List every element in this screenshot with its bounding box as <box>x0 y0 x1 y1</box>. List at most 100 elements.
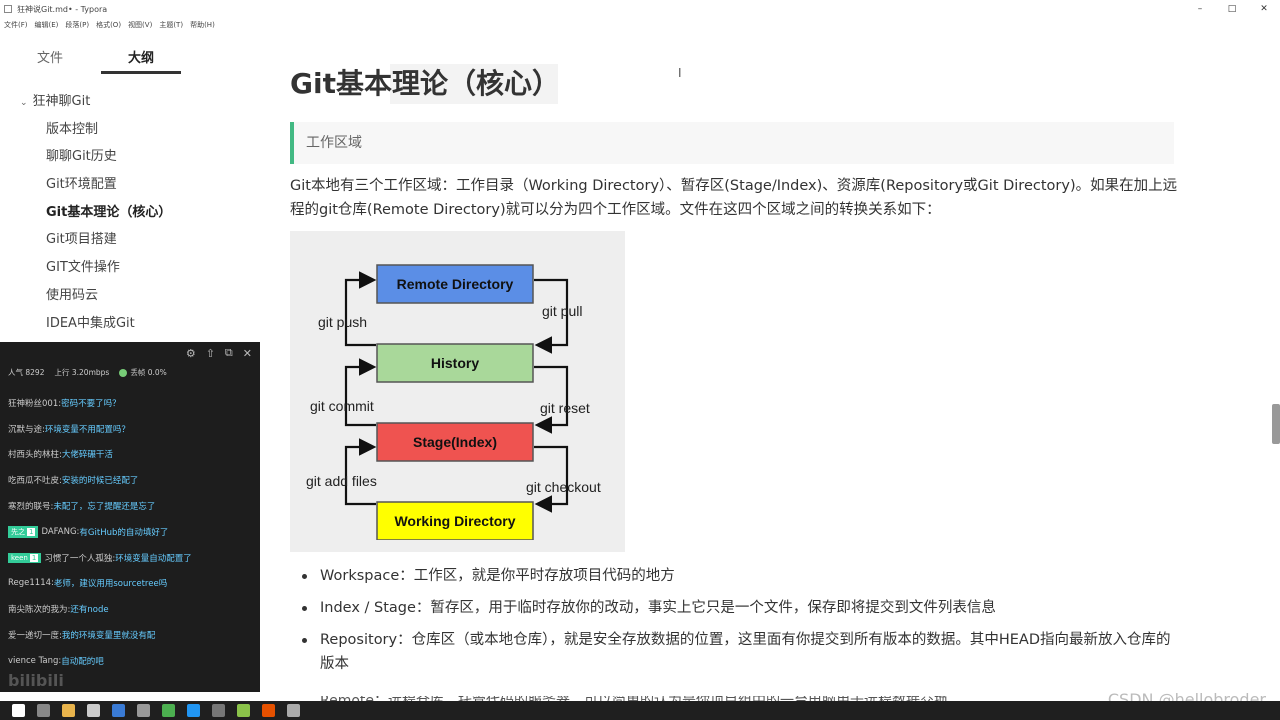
outline-item-active[interactable]: Git基本理论（核心） <box>46 204 172 220</box>
outline-item[interactable]: 使用码云 <box>46 287 99 303</box>
tab-outline[interactable]: 大纲 <box>101 32 181 74</box>
editor-content[interactable]: Git基本理论（核心） 工作区域 Git本地有三个工作区域：工作目录（Worki… <box>290 32 1190 684</box>
arrow-git-reset <box>534 365 569 434</box>
paragraph: Git本地有三个工作区域：工作目录（Working Directory）、暂存区… <box>290 178 1178 218</box>
menu-help[interactable]: 帮助(H) <box>190 20 215 29</box>
mail-icon[interactable] <box>112 704 125 717</box>
section-heading: Git基本理论（核心） <box>290 64 568 104</box>
chat-message: 吃西瓜不吐皮:安装的时候已经配了 <box>8 476 139 487</box>
working-directory-box <box>376 501 534 540</box>
start-icon[interactable] <box>12 704 25 717</box>
lock-icon[interactable]: ⇧ <box>205 346 215 360</box>
menu-edit[interactable]: 编辑(E) <box>34 20 59 29</box>
git-push-label: git push <box>318 314 367 330</box>
chat-message: Rege1114:老师，建议用用sourcetree吗 <box>8 578 168 590</box>
remote-directory-label: Remote Directory <box>397 276 514 292</box>
outline-item-label: 狂神聊Git <box>32 94 91 109</box>
arrow-git-add <box>344 438 377 506</box>
history-label: History <box>431 355 479 371</box>
upload-stat: 上行 3.20mbps <box>54 367 110 377</box>
app-icon[interactable] <box>237 704 250 717</box>
close-icon[interactable]: ✕ <box>242 346 252 360</box>
outline-item[interactable]: 聊聊Git历史 <box>46 149 117 165</box>
taskbar <box>0 701 1280 720</box>
app-icon[interactable] <box>187 704 200 717</box>
outline-item[interactable]: Git项目搭建 <box>46 232 117 248</box>
menu-view[interactable]: 视图(V) <box>128 20 153 29</box>
git-workflow-diagram: Remote Directory History Stage(Index) Wo… <box>290 231 625 552</box>
app-icon[interactable] <box>212 704 225 717</box>
window-controls: – □ ✕ <box>1184 0 1280 18</box>
chat-stats: 人气 8292 上行 3.20mbps 丢帧 0.0% <box>0 364 260 380</box>
typora-app-icon <box>4 5 12 13</box>
chat-toolbar: ⚙ ⇧ ⧉ ✕ <box>0 342 260 364</box>
arrow-git-checkout <box>534 445 569 513</box>
git-pull-label: git pull <box>542 303 582 319</box>
explorer-icon[interactable] <box>62 704 75 717</box>
outline-item[interactable]: IDEA中集成Git <box>46 315 135 331</box>
popularity-stat: 人气 8292 <box>8 367 45 377</box>
chat-message: 寒烈的联号:未配了，忘了提醒还是忘了 <box>8 502 156 513</box>
text-cursor-icon: I <box>678 66 682 80</box>
chat-message: 村西头的林柱:大佬碎碾干活 <box>8 450 113 461</box>
git-commit-label: git commit <box>310 398 374 414</box>
live-chat-overlay: ⚙ ⇧ ⧉ ✕ 人气 8292 上行 3.20mbps 丢帧 0.0% 狂神粉丝… <box>0 342 260 692</box>
app-icon[interactable] <box>287 704 300 717</box>
menu-bar: 文件(F) 编辑(E) 段落(P) 格式(O) 视图(V) 主题(T) 帮助(H… <box>0 18 1280 31</box>
menu-format[interactable]: 格式(O) <box>96 20 122 29</box>
git-reset-label: git reset <box>540 400 590 416</box>
list-item: Repository：仓库区（或本地仓库），就是安全存放数据的位置，这里面有你提… <box>290 628 1180 676</box>
app-icon[interactable] <box>262 704 275 717</box>
status-dot-icon <box>119 368 128 377</box>
outline-item-root[interactable]: ⌄ 狂神聊Git <box>0 88 192 116</box>
sidebar-tabs: 文件 大纲 <box>0 32 192 74</box>
tab-files[interactable]: 文件 <box>36 51 63 66</box>
close-button[interactable]: ✕ <box>1260 4 1268 14</box>
diagram-svg: Remote Directory History Stage(Index) Wo… <box>306 264 601 540</box>
stage-index-label: Stage(Index) <box>413 434 497 450</box>
remote-directory-box <box>376 264 534 304</box>
arrow-git-commit <box>344 358 377 427</box>
chat-message: 沉默与途:环境变量不用配置吗？ <box>8 424 130 435</box>
arrow-git-pull <box>534 278 569 354</box>
minimize-button[interactable]: – <box>1197 4 1203 14</box>
git-checkout-label: git checkout <box>526 479 601 495</box>
working-directory-label: Working Directory <box>394 513 515 529</box>
chat-message: 南尖陈次的我为:还有node <box>8 605 109 616</box>
vertical-scrollbar[interactable] <box>1272 404 1280 444</box>
list-item: Workspace：工作区，就是你平时存放项目代码的地方 <box>290 564 1180 588</box>
title-bar: 狂神说Git.md• - Typora – □ ✕ <box>0 0 1280 18</box>
sidebar: 文件 大纲 ⌄ 狂神聊Git 版本控制 聊聊Git历史 Git环境配置 Git基本… <box>0 32 192 342</box>
chrome-icon[interactable] <box>162 704 175 717</box>
maximize-button[interactable]: □ <box>1227 4 1237 14</box>
history-box <box>376 343 534 383</box>
typora-taskbar-icon[interactable] <box>87 704 100 717</box>
stage-index-box <box>376 422 534 462</box>
blockquote: 工作区域 <box>290 122 1174 164</box>
frame-drop-stat: 丢帧 0.0% <box>119 367 167 378</box>
outline-item[interactable]: 版本控制 <box>46 121 99 137</box>
chevron-down-icon[interactable]: ⌄ <box>20 98 28 108</box>
chat-messages: 狂神粉丝001:密码不要了吗？ 沉默与途:环境变量不用配置吗？ 村西头的林柱:大… <box>0 380 260 674</box>
list-item: Index / Stage：暂存区，用于临时存放你的改动，事实上它只是一个文件，… <box>290 596 1180 620</box>
menu-paragraph[interactable]: 段落(P) <box>65 20 90 29</box>
settings-icon[interactable]: ⚙ <box>185 346 196 360</box>
popout-icon[interactable]: ⧉ <box>224 346 233 359</box>
bilibili-logo: bilibili <box>8 671 64 690</box>
chat-message: 狂神粉丝001:密码不要了吗？ <box>8 398 121 409</box>
outline-item[interactable]: GIT文件操作 <box>46 260 120 276</box>
menu-file[interactable]: 文件(F) <box>4 20 28 29</box>
chat-message: vience Tang:自动配的吧 <box>8 655 104 667</box>
app-icon[interactable] <box>137 704 150 717</box>
menu-theme[interactable]: 主题(T) <box>159 20 184 29</box>
window-title: 狂神说Git.md• - Typora <box>17 4 108 14</box>
outline-item[interactable]: Git环境配置 <box>46 177 117 193</box>
bullet-list: Workspace：工作区，就是你平时存放项目代码的地方 Index / Sta… <box>290 564 1190 676</box>
taskview-icon[interactable] <box>37 704 50 717</box>
outline-list: ⌄ 狂神聊Git 版本控制 聊聊Git历史 Git环境配置 Git基本理论（核心）… <box>0 74 192 337</box>
arrow-git-push <box>344 271 377 347</box>
chat-message: 爱一递切一度:我的环境变量里就没有配 <box>8 631 156 642</box>
